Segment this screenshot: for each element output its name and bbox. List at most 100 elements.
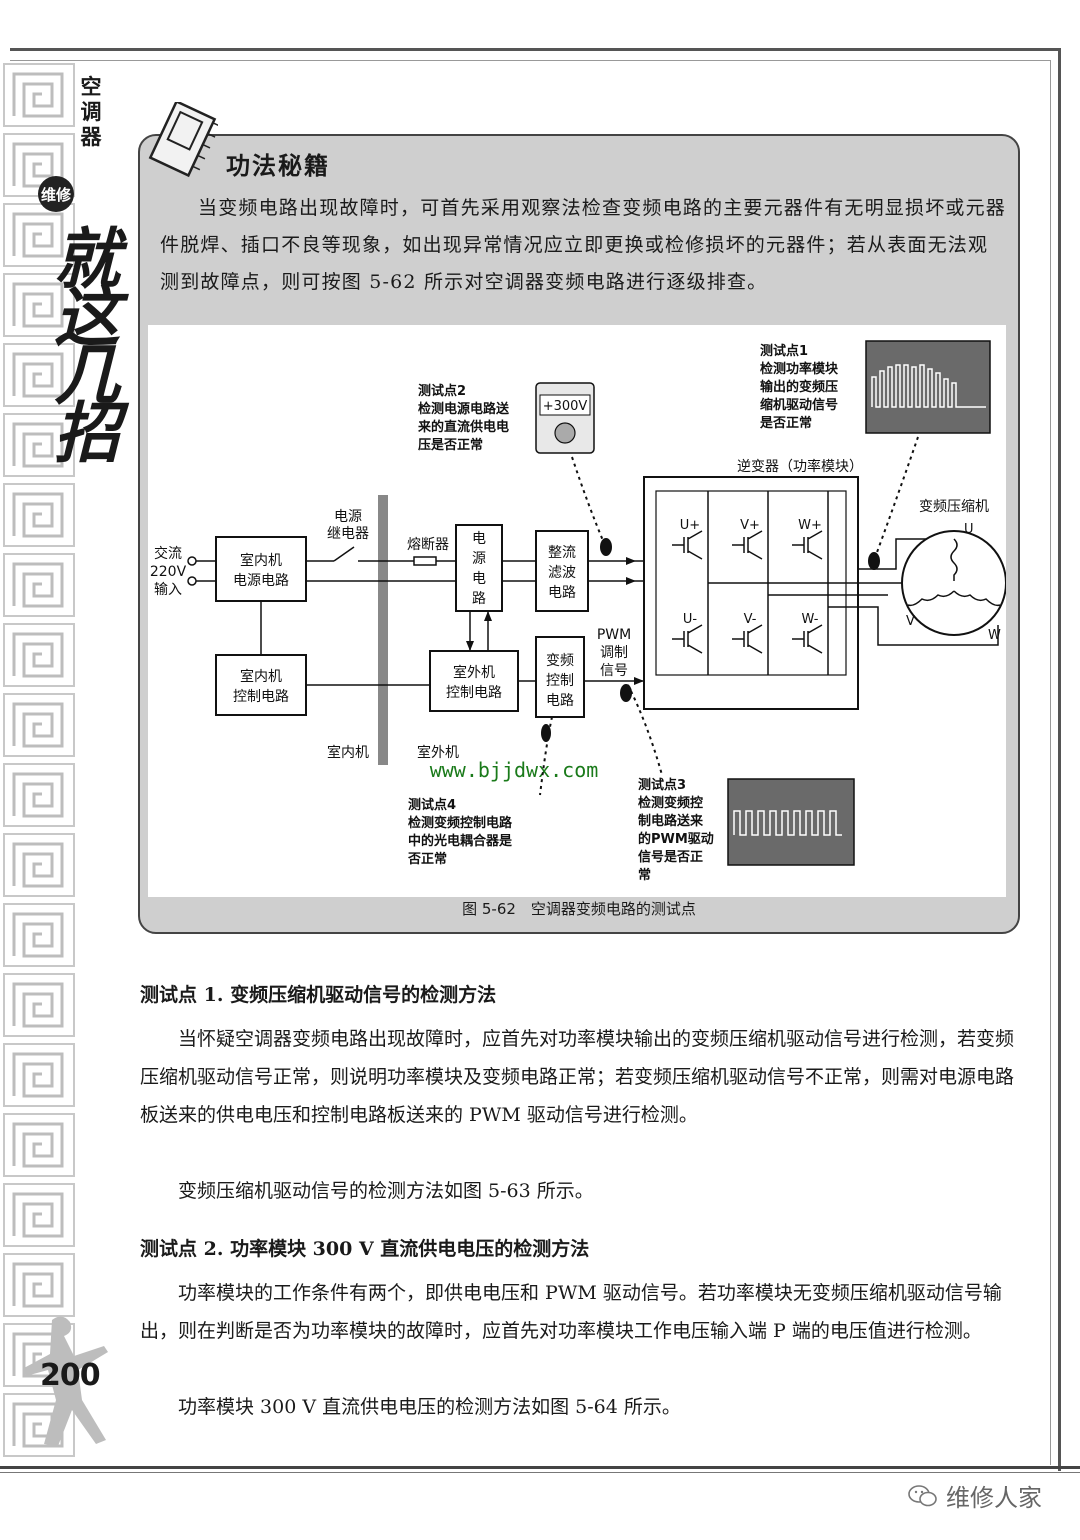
outdoor-power-block <box>455 524 503 612</box>
indoor-outdoor-divider <box>378 495 388 765</box>
oscilloscope-waveform-3 <box>727 778 855 866</box>
ac-input-line: 输入 <box>154 582 182 598</box>
indoor-control-block <box>215 654 307 716</box>
inverter-module <box>643 476 859 710</box>
tip-title: 功法秘籍 <box>226 151 330 180</box>
test-point-text: 是否正常 <box>759 415 812 431</box>
running-head: 空调器 <box>80 74 102 149</box>
brush-title: 就这几招 <box>54 220 120 472</box>
relay-label: 电源 <box>334 509 362 525</box>
ac-input-label: 交流 220V 输入 <box>150 545 187 598</box>
body-paragraph: 功率模块的工作条件有两个，即供电电压和 PWM 驱动信号。若功率模块无变频压缩机… <box>140 1282 1002 1342</box>
block-label: 变频 <box>546 653 574 669</box>
bottom-rule-thin <box>0 1472 1080 1473</box>
block-label: 电 <box>472 571 486 587</box>
test-point-4: 测试点4 检测变频控制电路 中的光电耦合器是 否正常 <box>407 797 513 867</box>
block-label: 控制电路 <box>446 685 502 701</box>
book-icon <box>148 102 218 178</box>
compressor-motor <box>901 530 1006 636</box>
phase-label: W <box>988 628 1001 643</box>
test-point-3: 测试点3 检测变频控 制电路送来 的PWM驱动 信号是否正 常 <box>638 777 714 883</box>
block-label: 控制电路 <box>233 689 289 705</box>
phase-label: V <box>906 614 915 629</box>
test-point-text: 信号是否正 <box>638 849 703 865</box>
tip-text: 当变频电路出现故障时，可首先采用观察法检查变频电路的主要元器件有无明显损坏或元器… <box>160 190 1006 301</box>
multimeter-icon: +300V <box>535 382 595 454</box>
inverter-circuit-diagram: 交流 220V 输入 室内机 电源电路 室内机 控制电路 电源 继电器 熔断器 … <box>150 340 1006 883</box>
test-point-2: 测试点2 检测电源电路送 来的直流供电电 压是否正常 <box>417 383 510 453</box>
pwm-label: 调制 <box>600 645 628 661</box>
transistor-label: V+ <box>740 518 760 533</box>
figure-caption: 图 5-62 空调器变频电路的测试点 <box>462 900 696 918</box>
ac-input-line: 220V <box>150 564 187 580</box>
test-point-text: 制电路送来 <box>638 813 704 829</box>
page-frame <box>10 48 1061 1471</box>
block-label: 电源电路 <box>233 573 289 589</box>
block-label: 路 <box>472 591 486 607</box>
block-label: 室内机 <box>240 552 282 569</box>
kungfu-silhouette-icon <box>24 1316 108 1446</box>
tip-paragraph: 当变频电路出现故障时，可首先采用观察法检查变频电路的主要元器件有无明显损坏或元器… <box>160 197 1007 293</box>
test-point-text: 测试点2 <box>418 383 466 399</box>
block-label: 电路 <box>546 693 574 709</box>
pwm-label: PWM <box>597 627 631 643</box>
watermark: 维修人家 <box>908 1478 1042 1513</box>
block-label: 滤波 <box>548 565 576 581</box>
relay-label: 继电器 <box>327 526 369 542</box>
transistor-label: W- <box>801 612 818 627</box>
outdoor-control-block <box>429 650 519 712</box>
bottom-rule <box>0 1466 1080 1469</box>
inverter-label: 逆变器（功率模块） <box>737 458 863 475</box>
test-point-text: 中的光电耦合器是 <box>408 833 513 849</box>
repair-badge: 维修 <box>38 176 74 212</box>
body-paragraph: 当怀疑空调器变频电路出现故障时，应首先对功率模块输出的变频压缩机驱动信号进行检测… <box>140 1028 1015 1126</box>
rectifier-block <box>535 530 589 612</box>
page-frame-inner <box>10 60 1051 1465</box>
pwm-label: 信号 <box>600 663 628 679</box>
block-label: 源 <box>472 551 486 567</box>
fuse-symbol <box>413 556 437 566</box>
transistor-label: V- <box>744 612 757 627</box>
test-point-text: 否正常 <box>407 851 447 867</box>
test-point-text: 常 <box>638 867 651 883</box>
test-point-text: 缩机驱动信号 <box>760 397 838 413</box>
watermark-text: 维修人家 <box>946 1484 1042 1512</box>
test-point-text: 测试点1 <box>760 343 808 359</box>
test-point-text: 检测电源电路送 <box>418 401 510 417</box>
outdoor-unit-label: 室外机 <box>417 744 459 761</box>
ac-input-line: 交流 <box>154 545 182 562</box>
fuse-label: 熔断器 <box>407 537 449 553</box>
block-label: 室内机 <box>240 668 282 685</box>
meter-reading: +300V <box>543 399 588 414</box>
compressor-label: 变频压缩机 <box>919 499 989 515</box>
test-point-text: 测试点3 <box>638 777 686 793</box>
test-point-text: 检测变频控 <box>638 795 703 811</box>
section-heading-2: 测试点 2. 功率模块 300 V 直流供电电压的检测方法 <box>140 1238 590 1260</box>
test-point-text: 的PWM驱动 <box>638 831 714 847</box>
transistor-array <box>672 530 823 654</box>
transistor-label: U- <box>683 612 698 627</box>
indoor-power-block <box>215 536 307 602</box>
test-point-text: 输出的变频压 <box>760 379 838 395</box>
test-point-text: 测试点4 <box>408 797 456 813</box>
test-point-text: 压是否正常 <box>418 437 483 453</box>
section-heading-1: 测试点 1. 变频压缩机驱动信号的检测方法 <box>140 984 497 1006</box>
block-label: 室外机 <box>453 664 495 681</box>
page-number: 200 <box>40 1358 101 1393</box>
body-paragraph: 功率模块 300 V 直流供电电压的检测方法如图 5-64 所示。 <box>178 1396 681 1418</box>
block-label: 控制 <box>546 673 574 689</box>
transistor-label: U+ <box>680 518 700 533</box>
wechat-icon <box>908 1484 937 1506</box>
block-label: 电 <box>472 531 486 547</box>
fret-border-pattern <box>0 60 78 1460</box>
oscilloscope-waveform-1 <box>865 340 991 434</box>
block-label: 电路 <box>548 585 576 601</box>
test-point-text: 检测变频控制电路 <box>408 815 513 831</box>
transistor-label: W+ <box>798 518 822 533</box>
website-url: www.bjjdwx.com <box>430 758 599 782</box>
phase-label: U <box>964 522 974 537</box>
inverter-control-block <box>535 636 585 718</box>
indoor-unit-label: 室内机 <box>327 744 369 761</box>
body-paragraph: 变频压缩机驱动信号的检测方法如图 5-63 所示。 <box>178 1180 594 1202</box>
block-label: 整流 <box>548 545 576 561</box>
